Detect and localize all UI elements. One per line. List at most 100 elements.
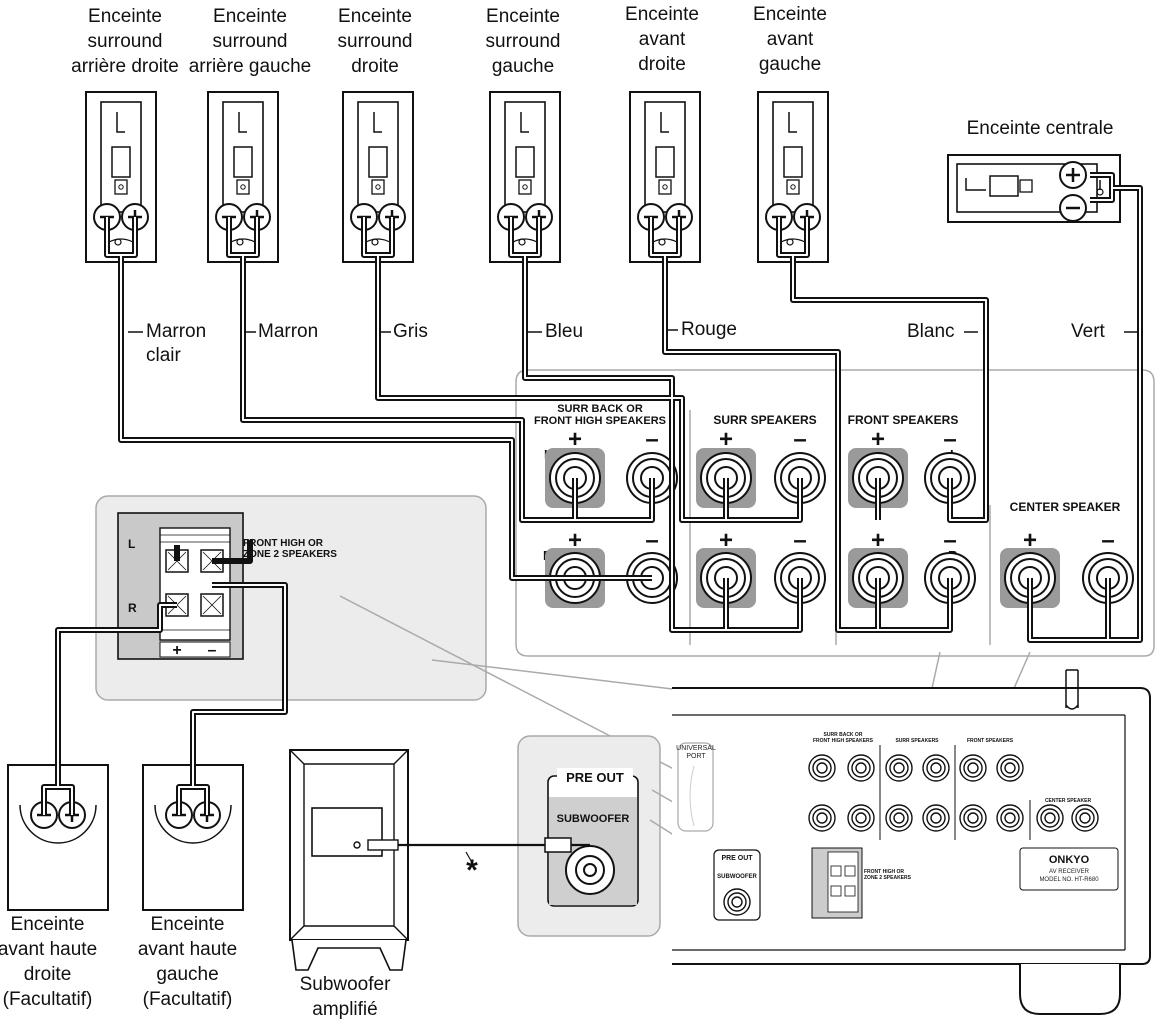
speaker-front-right bbox=[628, 90, 702, 264]
plus-sign: + bbox=[719, 426, 733, 453]
pre-out-label: PRE OUT bbox=[566, 770, 624, 785]
minus-sign: – bbox=[943, 527, 956, 554]
mini-subwoofer: SUBWOOFER bbox=[717, 874, 757, 880]
universal-port-label: PORT bbox=[686, 753, 706, 760]
universal-port-label: UNIVERSAL bbox=[676, 745, 716, 752]
wire-label-blue: Bleu bbox=[545, 320, 584, 344]
label-line: surround bbox=[212, 31, 288, 52]
label-line: Enceinte bbox=[338, 6, 412, 27]
label-line: Marron bbox=[146, 321, 207, 342]
pre-out-panel: PRE OUT SUBWOOFER bbox=[517, 735, 761, 937]
label-front-right: Enceinte avant droite bbox=[597, 2, 727, 77]
wire-label-light-brown: Marron clair bbox=[146, 320, 207, 368]
mini-zone2: ZONE 2 SPEAKERS bbox=[864, 875, 912, 881]
plus-sign: + bbox=[568, 426, 582, 453]
terminal-label-front: FRONT SPEAKERS bbox=[848, 413, 959, 427]
receiver-rear-view: UNIVERSAL PORT PRE OUT SUBWOOFER SURR BA… bbox=[672, 669, 1151, 1015]
label-line: Enceinte bbox=[486, 6, 560, 27]
zone2-label: ZONE 2 SPEAKERS bbox=[243, 549, 337, 560]
zone2-minus: – bbox=[208, 642, 217, 659]
label-line: gauche bbox=[758, 54, 822, 75]
plus-sign: + bbox=[1023, 527, 1037, 554]
label-front-high-left: Enceinte avant haute gauche (Facultatif) bbox=[120, 912, 255, 1012]
label-front-left: Enceinte avant gauche bbox=[725, 2, 855, 77]
mini-surr: SURR SPEAKERS bbox=[895, 738, 939, 744]
minus-sign: – bbox=[793, 426, 806, 453]
label-line: Enceinte bbox=[10, 914, 85, 935]
label-subwoofer: Subwoofer amplifié bbox=[275, 972, 415, 1022]
wire-label-brown: Marron bbox=[258, 320, 319, 344]
label-line: (Facultatif) bbox=[2, 989, 93, 1010]
wire-label-red: Rouge bbox=[681, 318, 737, 342]
zone2-label: FRONT HIGH OR bbox=[243, 538, 324, 549]
terminal-label-center: CENTER SPEAKER bbox=[1010, 500, 1121, 514]
label-line: (Facultatif) bbox=[142, 989, 233, 1010]
subwoofer-cable bbox=[398, 837, 590, 853]
minus-sign: – bbox=[1101, 527, 1114, 554]
plus-sign: + bbox=[871, 426, 885, 453]
label-line: arrière gauche bbox=[188, 56, 312, 77]
label-line: surround bbox=[337, 31, 413, 52]
model-line: AV RECEIVER bbox=[1049, 869, 1090, 875]
mini-surr-back: SURR BACK OR bbox=[824, 732, 863, 738]
speaker-surround-back-left bbox=[206, 90, 280, 264]
mini-front: FRONT SPEAKERS bbox=[967, 738, 1014, 744]
label-front-high-right: Enceinte avant haute droite (Facultatif) bbox=[0, 912, 115, 1012]
mini-zone2: FRONT HIGH OR bbox=[864, 869, 904, 875]
subwoofer bbox=[289, 749, 409, 971]
terminal-label-surr: SURR SPEAKERS bbox=[713, 413, 816, 427]
label-surround-left: Enceinte surround gauche bbox=[458, 4, 588, 79]
minus-sign: – bbox=[943, 426, 956, 453]
label-line: Enceinte bbox=[213, 6, 287, 27]
label-line: Enceinte bbox=[625, 4, 699, 25]
speaker-surround-back-right bbox=[84, 90, 158, 264]
label-line: Enceinte bbox=[150, 914, 225, 935]
speaker-front-left bbox=[756, 90, 830, 264]
zone2-label-l: L bbox=[128, 537, 135, 551]
label-surround-back-left: Enceinte surround arrière gauche bbox=[175, 4, 325, 79]
speaker-center bbox=[947, 154, 1121, 223]
label-line: avant bbox=[638, 29, 686, 50]
terminal-label-surr-back: FRONT HIGH SPEAKERS bbox=[534, 415, 666, 427]
label-line: avant haute bbox=[0, 939, 98, 960]
label-line: Enceinte bbox=[753, 4, 827, 25]
minus-sign: – bbox=[645, 527, 658, 554]
speaker-surround-right bbox=[341, 90, 415, 264]
speaker-surround-left bbox=[488, 90, 562, 264]
mini-pre-out: PRE OUT bbox=[721, 855, 753, 862]
label-line: avant bbox=[766, 29, 814, 50]
terminal-label-surr-back: SURR BACK OR bbox=[557, 403, 643, 415]
label-line: surround bbox=[87, 31, 163, 52]
label-line: surround bbox=[485, 31, 561, 52]
minus-sign: – bbox=[645, 426, 658, 453]
label-line: clair bbox=[146, 345, 181, 366]
wire-label-white: Blanc bbox=[907, 320, 955, 344]
label-line: avant haute bbox=[137, 939, 238, 960]
brand-logo: ONKYO bbox=[1049, 854, 1090, 866]
label-line: droite bbox=[638, 54, 686, 75]
mini-center: CENTER SPEAKER bbox=[1045, 798, 1092, 804]
label-surround-back-right: Enceinte surround arrière droite bbox=[50, 4, 200, 79]
label-line: gauche bbox=[491, 56, 555, 77]
cable-asterisk: * bbox=[466, 854, 478, 887]
wire-label-green: Vert bbox=[1071, 320, 1105, 344]
plus-sign: + bbox=[871, 527, 885, 554]
subwoofer-label: SUBWOOFER bbox=[557, 813, 630, 825]
label-center: Enceinte centrale bbox=[966, 118, 1114, 139]
label-line: Subwoofer bbox=[299, 974, 391, 995]
label-line: Enceinte bbox=[88, 6, 162, 27]
label-line: amplifié bbox=[312, 999, 378, 1020]
label-line: arrière droite bbox=[71, 56, 179, 77]
label-line: droite bbox=[23, 964, 72, 985]
zone2-plus: + bbox=[172, 642, 181, 659]
mini-surr-back: FRONT HIGH SPEAKERS bbox=[813, 738, 874, 744]
model-line: MODEL NO. HT-R680 bbox=[1039, 877, 1099, 883]
plus-sign: + bbox=[568, 527, 582, 554]
minus-sign: – bbox=[793, 527, 806, 554]
label-surround-right: Enceinte surround droite bbox=[310, 4, 440, 79]
plus-sign: + bbox=[719, 527, 733, 554]
wire-label-grey: Gris bbox=[393, 320, 428, 344]
label-line: gauche bbox=[156, 964, 219, 985]
